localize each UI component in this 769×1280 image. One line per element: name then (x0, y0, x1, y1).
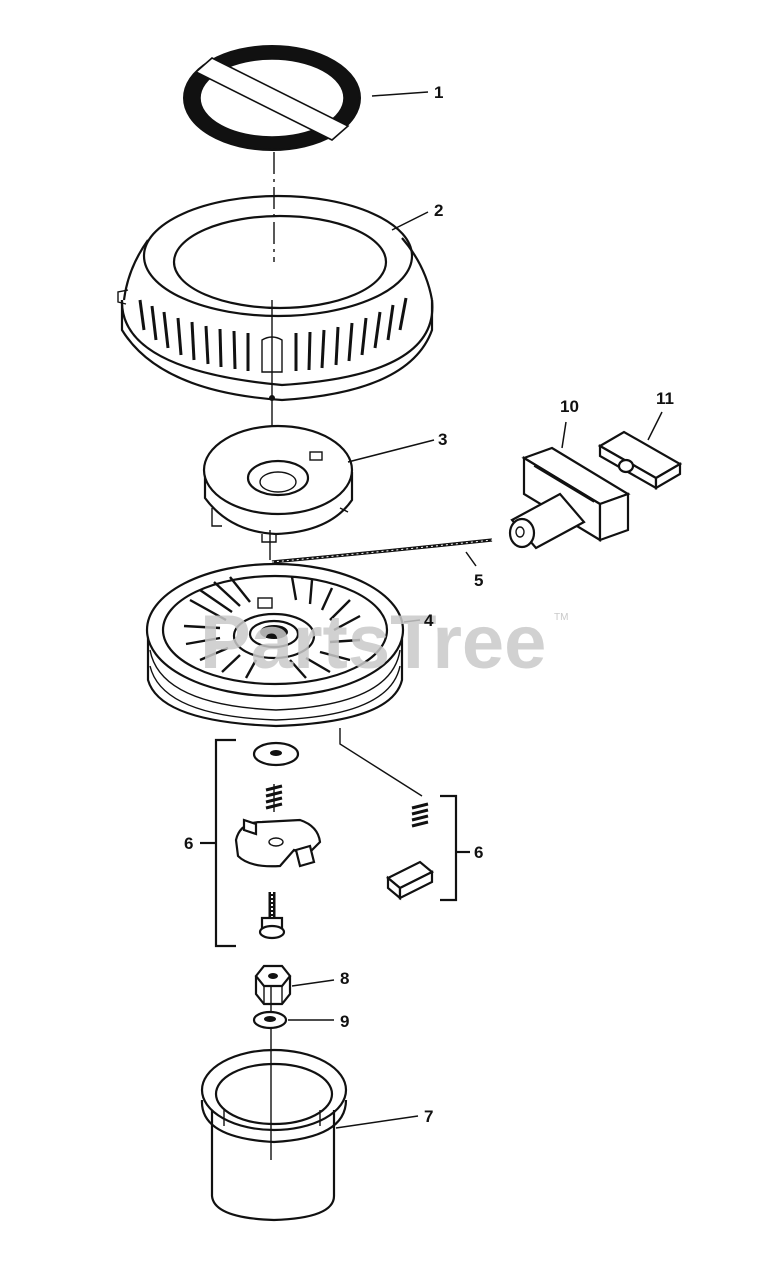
part-5-starter-rope[interactable] (271, 538, 493, 564)
part-10-starter-handle[interactable] (508, 446, 631, 550)
pawl-screw (258, 892, 286, 940)
label-part-6-right: 6 (474, 843, 483, 862)
label-part-7: 7 (424, 1107, 433, 1126)
part-7-starter-cup[interactable] (200, 1048, 348, 1222)
part-labels: 1 2 3 4 5 6 6 7 8 9 10 11 (184, 83, 674, 1126)
part-6-pawl-kit-left[interactable] (200, 738, 322, 948)
label-part-4: 4 (424, 611, 434, 630)
label-part-11: 11 (656, 389, 674, 408)
leader-lines (288, 91, 663, 1129)
part-6-pawl-kit-right[interactable] (339, 728, 470, 902)
label-part-1: 1 (434, 83, 443, 102)
pawl-spring (265, 784, 283, 812)
part-2-housing[interactable] (117, 194, 434, 402)
part-4-pulley[interactable] (145, 562, 405, 728)
part-3-retainer-plate[interactable] (202, 424, 354, 543)
label-part-2: 2 (434, 201, 443, 220)
part-1-decal[interactable] (183, 45, 361, 151)
part-9-washer[interactable] (252, 1010, 288, 1030)
watermark-text: PartsTree (200, 600, 546, 685)
label-part-3: 3 (438, 430, 447, 449)
watermark: PartsTree TM (200, 600, 568, 685)
part-8-nut[interactable] (254, 964, 292, 1006)
label-part-8: 8 (340, 969, 349, 988)
part-11-rope-retainer[interactable] (597, 430, 683, 490)
label-part-10: 10 (560, 397, 579, 416)
label-part-6-left: 6 (184, 834, 193, 853)
label-part-9: 9 (340, 1012, 349, 1031)
watermark-trademark: TM (554, 612, 568, 623)
label-part-5: 5 (474, 571, 483, 590)
